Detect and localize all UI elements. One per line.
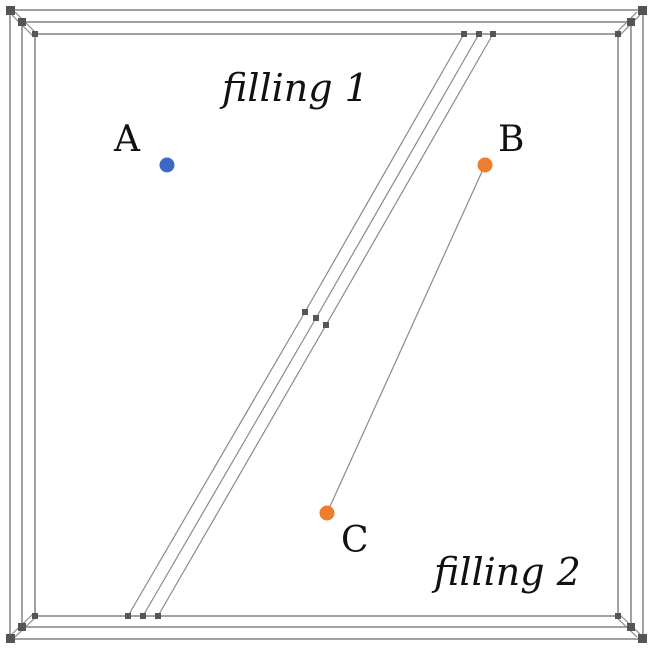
point-b (477, 157, 493, 173)
interface-nodes (125, 31, 496, 619)
outer-frame (9, 9, 644, 640)
middle-frame (21, 21, 632, 628)
point-a-label: A (113, 119, 141, 160)
point-b-label: B (498, 119, 524, 160)
filling-1-label: filling 1 (219, 66, 369, 110)
inner-frame (34, 33, 619, 617)
point-c-label: C (341, 520, 369, 561)
interface-line-1 (127, 33, 465, 617)
interface-line-2 (142, 33, 480, 617)
point-a (159, 157, 175, 173)
interface-lines (127, 33, 494, 617)
segment-b-c (326, 164, 486, 514)
point-c (319, 505, 335, 521)
corner-nodes (6, 6, 647, 643)
filling-2-label: filling 2 (431, 550, 581, 594)
